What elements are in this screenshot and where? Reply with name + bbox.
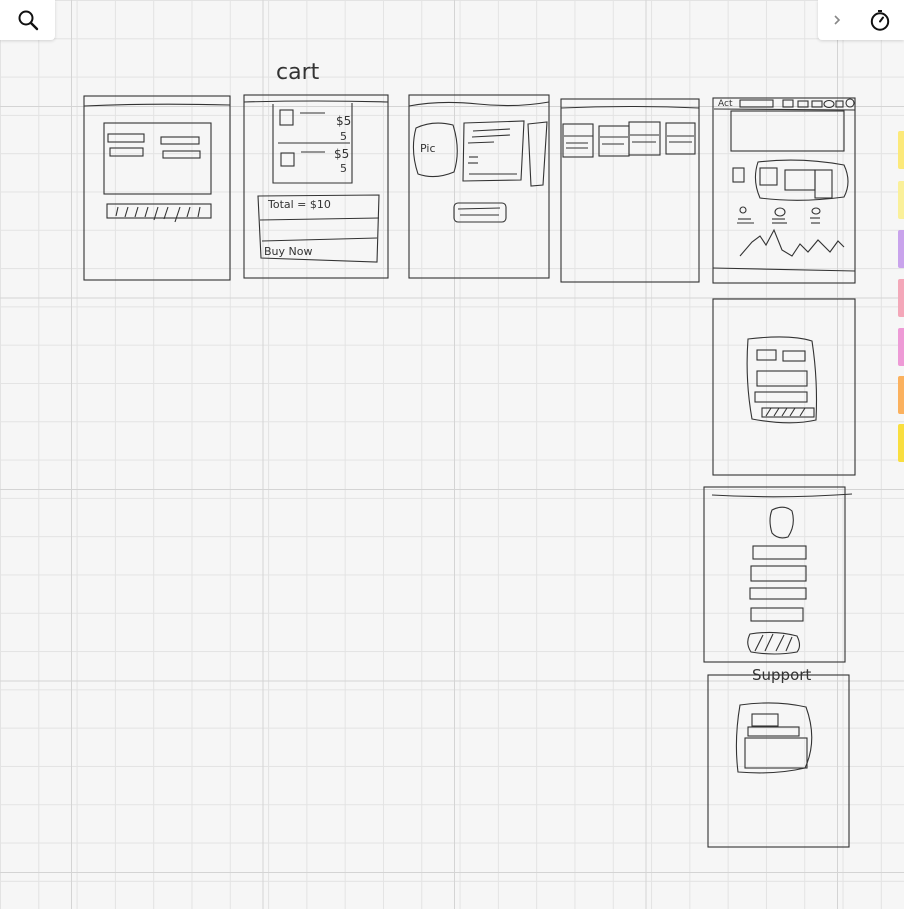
frame-product-list[interactable] [560, 98, 700, 283]
stopwatch-icon[interactable] [868, 8, 892, 32]
sticky-note-pink[interactable] [898, 279, 904, 317]
frame-form[interactable] [712, 298, 856, 476]
sticky-note-magenta[interactable] [898, 328, 904, 366]
cart-qty-2: 5 [340, 162, 347, 175]
sticky-note-orange[interactable] [898, 376, 904, 414]
frame-support[interactable] [707, 674, 850, 848]
cart-price-1: $5 [336, 114, 351, 128]
frame-profile[interactable] [703, 486, 853, 663]
cart-total-label: Total = $10 [267, 198, 331, 211]
cart-price-2: $5 [334, 147, 349, 161]
account-label: Act [718, 99, 733, 109]
frame-cart[interactable]: $5 5 $5 5 Total = $10 Buy Now [243, 94, 389, 279]
cart-label: cart [276, 60, 320, 85]
buy-now-label: Buy Now [264, 245, 312, 258]
sticky-note-purple[interactable] [898, 230, 904, 268]
board-toolbar-right [818, 0, 904, 40]
search-icon[interactable] [17, 9, 39, 31]
cart-qty-1: 5 [340, 130, 347, 143]
sticky-note-light-yellow[interactable] [898, 181, 904, 219]
sticky-note-yellow[interactable] [898, 131, 904, 169]
board-toolbar-left [0, 0, 55, 40]
frame-login[interactable] [83, 95, 231, 281]
chevron-right-icon[interactable] [830, 13, 844, 27]
pic-label: Pic [420, 142, 436, 155]
sticky-note-gold[interactable] [898, 424, 904, 462]
frame-dashboard[interactable]: Act [712, 97, 856, 284]
frame-product[interactable]: Pic [408, 94, 550, 279]
